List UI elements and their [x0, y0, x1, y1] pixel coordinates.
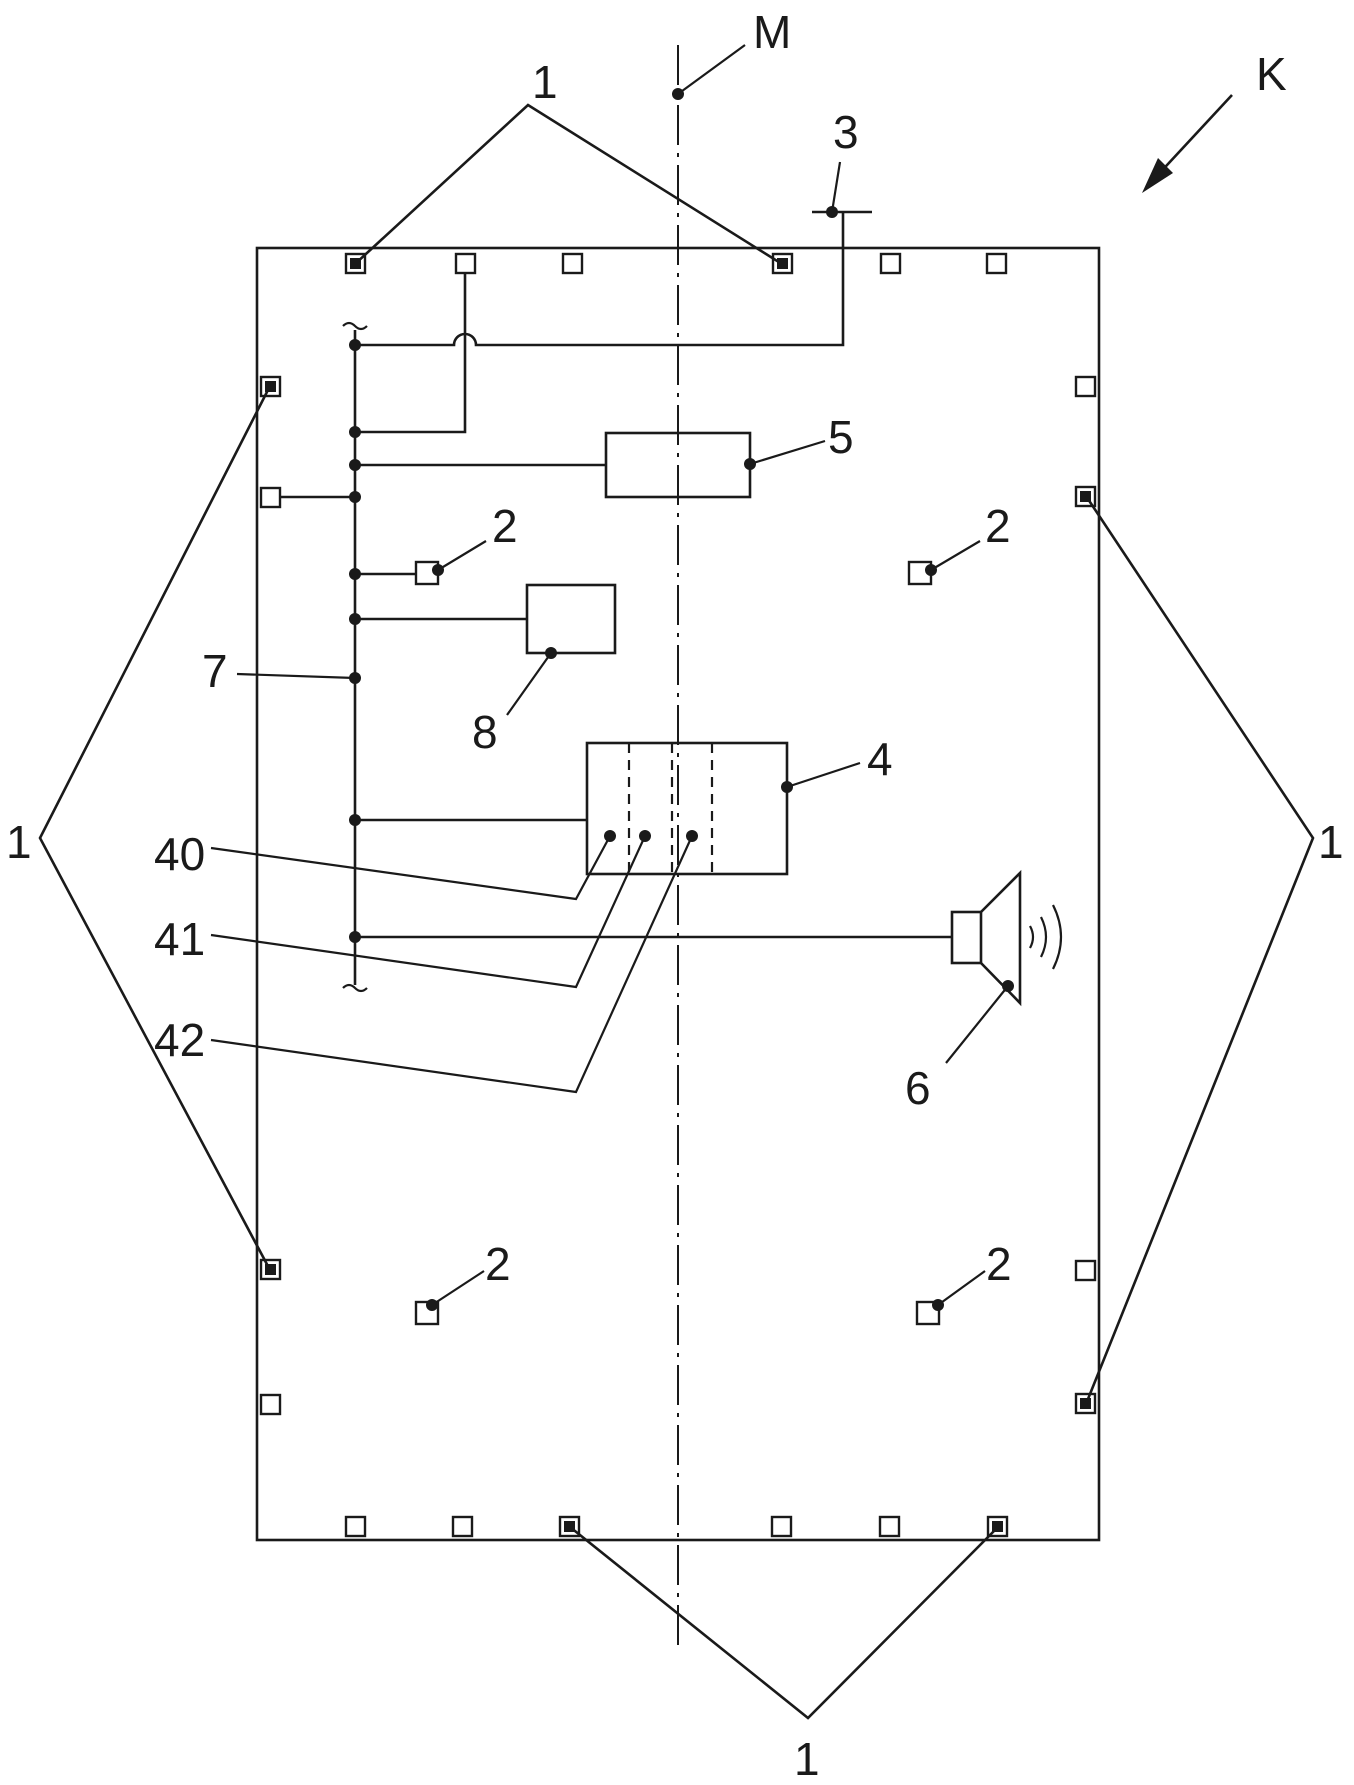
- unit-box: [585, 741, 789, 876]
- label-direction: K: [1256, 48, 1287, 100]
- edge-square: [985, 252, 1008, 275]
- edge-square: [561, 252, 584, 275]
- enclosure: [255, 246, 1101, 1542]
- reference-leaders: [210, 44, 1014, 1311]
- label-sub-b: 41: [154, 913, 205, 965]
- edge-square: [451, 1515, 474, 1538]
- label-element: 2: [985, 500, 1011, 552]
- edge-square: [259, 486, 282, 509]
- edge-square: [259, 1393, 282, 1416]
- label-element: 2: [485, 1238, 511, 1290]
- device-box: [525, 583, 617, 655]
- edge-square: [344, 1515, 367, 1538]
- label-element: 2: [986, 1238, 1012, 1290]
- edge-square: [879, 252, 902, 275]
- bottom-edge-elements: [344, 1515, 1009, 1538]
- label-sensor-top: 1: [532, 56, 558, 108]
- edge-square: [1074, 375, 1097, 398]
- label-sub-c: 42: [154, 1014, 205, 1066]
- label-speaker: 6: [905, 1062, 931, 1114]
- label-module: 5: [828, 411, 854, 463]
- sensor-leaders: [38, 103, 1315, 1720]
- left-edge-elements: [259, 375, 282, 1416]
- edge-square: [770, 1515, 793, 1538]
- right-edge-elements: [1074, 375, 1097, 1415]
- label-sub-a: 40: [154, 828, 205, 880]
- antenna-connection: [355, 210, 872, 347]
- label-element: 2: [492, 500, 518, 552]
- label-antenna: 3: [833, 106, 859, 158]
- label-unit: 4: [867, 733, 893, 785]
- label-device: 8: [472, 706, 498, 758]
- label-sensor-left: 1: [6, 816, 32, 868]
- edge-square: [1074, 1259, 1097, 1282]
- label-sensor-bottom: 1: [794, 1733, 820, 1785]
- label-axis: M: [753, 6, 791, 58]
- arrow-icon: [1142, 94, 1233, 193]
- top-square-connection: [355, 273, 467, 434]
- label-bus: 7: [202, 645, 228, 697]
- edge-square: [878, 1515, 901, 1538]
- bus-junctions: [349, 339, 361, 943]
- edge-square: [454, 252, 477, 275]
- top-edge-elements: [344, 252, 1008, 275]
- label-sensor-right: 1: [1318, 816, 1344, 868]
- bus-line: [342, 321, 368, 993]
